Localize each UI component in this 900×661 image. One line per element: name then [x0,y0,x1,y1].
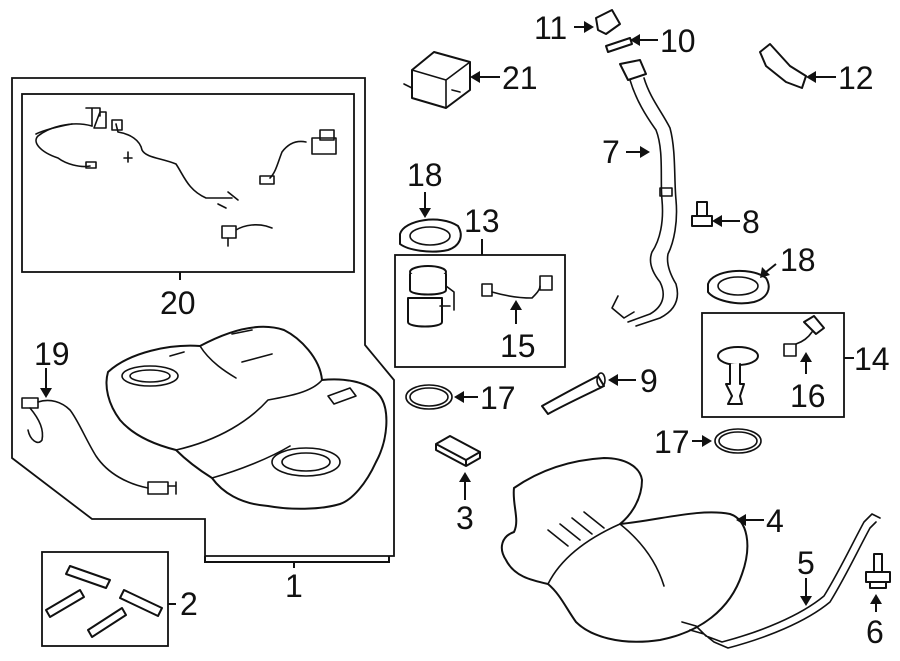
vapor-hoses-part-20 [35,107,337,247]
callout-10: 10 [660,23,696,59]
hose-group-20-box [21,93,355,273]
callout-21: 21 [502,60,538,96]
callout-5: 5 [797,545,815,581]
tank-strap-part-5 [681,513,881,649]
callout-1: 1 [285,568,303,604]
callout-12: 12 [838,60,874,96]
o-ring-part-17-left [405,384,453,410]
strap-pads-part-2 [45,565,163,638]
callout-leaders [40,21,882,612]
callout-18-right: 18 [780,242,816,278]
vent-hose-part-19 [21,397,177,495]
seal-ring-part-10 [605,37,633,53]
strap-bolt-part-6 [865,553,891,589]
o-ring-part-17-right [714,428,762,454]
callout-17-right: 17 [654,424,690,460]
callout-9: 9 [640,363,658,399]
filler-cap-part-11 [595,9,621,35]
pump-group-13-box [394,254,566,368]
control-module-part-21 [403,51,471,109]
callout-2: 2 [180,586,198,622]
sender-group-14-box [701,312,845,418]
callout-3: 3 [456,500,474,536]
fuel-sender-part-14 [717,346,759,405]
fuel-pump-module-part-13 [407,265,455,328]
bolt-part-8 [691,201,713,227]
connector-hose-part-9 [541,375,605,415]
callout-14: 14 [854,341,890,377]
callout-4: 4 [766,503,784,539]
assembly-1-outline [11,77,395,557]
sender-harness-part-16 [783,315,825,357]
strap-pads-box [41,551,169,647]
lock-ring-part-18-right [707,269,770,305]
callout-20: 20 [160,285,196,321]
filler-pipe-part-7 [611,59,679,327]
pump-harness-part-15 [481,275,553,299]
hose-end [596,372,606,388]
callout-17-left: 17 [480,380,516,416]
callout-13: 13 [464,203,500,239]
callout-6: 6 [866,614,884,650]
fuel-tank-part-1 [105,325,388,510]
insulator-pad-part-3 [435,435,481,467]
callout-19: 19 [34,336,70,372]
heat-shield-part-4 [500,457,749,643]
callout-11: 11 [534,10,567,46]
callout-18-top: 18 [407,157,443,193]
check-valve-part-12 [759,43,807,89]
callout-15: 15 [500,328,536,364]
callout-8: 8 [742,204,760,240]
callout-16: 16 [790,378,826,414]
callout-7: 7 [602,134,620,170]
lock-ring-part-18-top [399,218,462,253]
